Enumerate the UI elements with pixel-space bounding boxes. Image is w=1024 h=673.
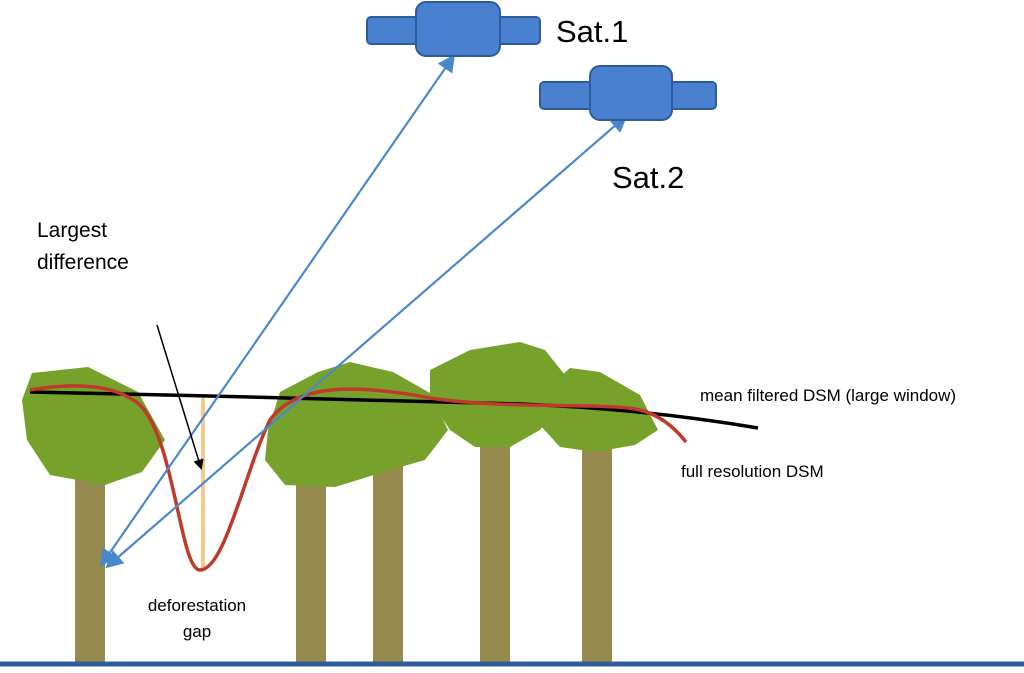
trunk-1 xyxy=(75,470,105,663)
deforestation-gap-line-2: gap xyxy=(182,622,212,641)
largest-difference-label: Largest difference xyxy=(37,215,129,279)
canopy-1 xyxy=(22,367,165,485)
satellite-1-panel-right xyxy=(495,16,541,45)
full-resolution-dsm-label: full resolution DSM xyxy=(681,462,824,481)
satellite-1-body xyxy=(415,1,501,57)
largest-difference-line-2: difference xyxy=(37,251,129,274)
sat2-label: Sat.2 xyxy=(612,160,685,195)
satellite-2-body xyxy=(589,65,673,121)
deforestation-gap-label: deforestation gap xyxy=(133,593,261,645)
satellite-2-panel-left xyxy=(539,81,596,110)
ray-sat2 xyxy=(105,114,628,569)
satellite-1-icon xyxy=(366,1,541,57)
satellite-2-panel-right xyxy=(669,81,717,110)
largest-difference-pointer xyxy=(156,324,204,471)
largest-difference-line-1: Largest xyxy=(37,219,108,242)
sat1-label: Sat.1 xyxy=(556,14,629,49)
canopy-2 xyxy=(265,362,448,487)
deforestation-gap-line-1: deforestation xyxy=(147,596,247,615)
trunk-4 xyxy=(480,445,510,663)
satellite-2-icon xyxy=(539,65,717,121)
trunk-5 xyxy=(582,445,612,663)
trunk-3 xyxy=(373,465,403,663)
mean-filtered-dsm-label: mean filtered DSM (large window) xyxy=(700,386,957,405)
trunk-2 xyxy=(296,482,326,663)
satellite-1-panel-left xyxy=(366,16,423,45)
